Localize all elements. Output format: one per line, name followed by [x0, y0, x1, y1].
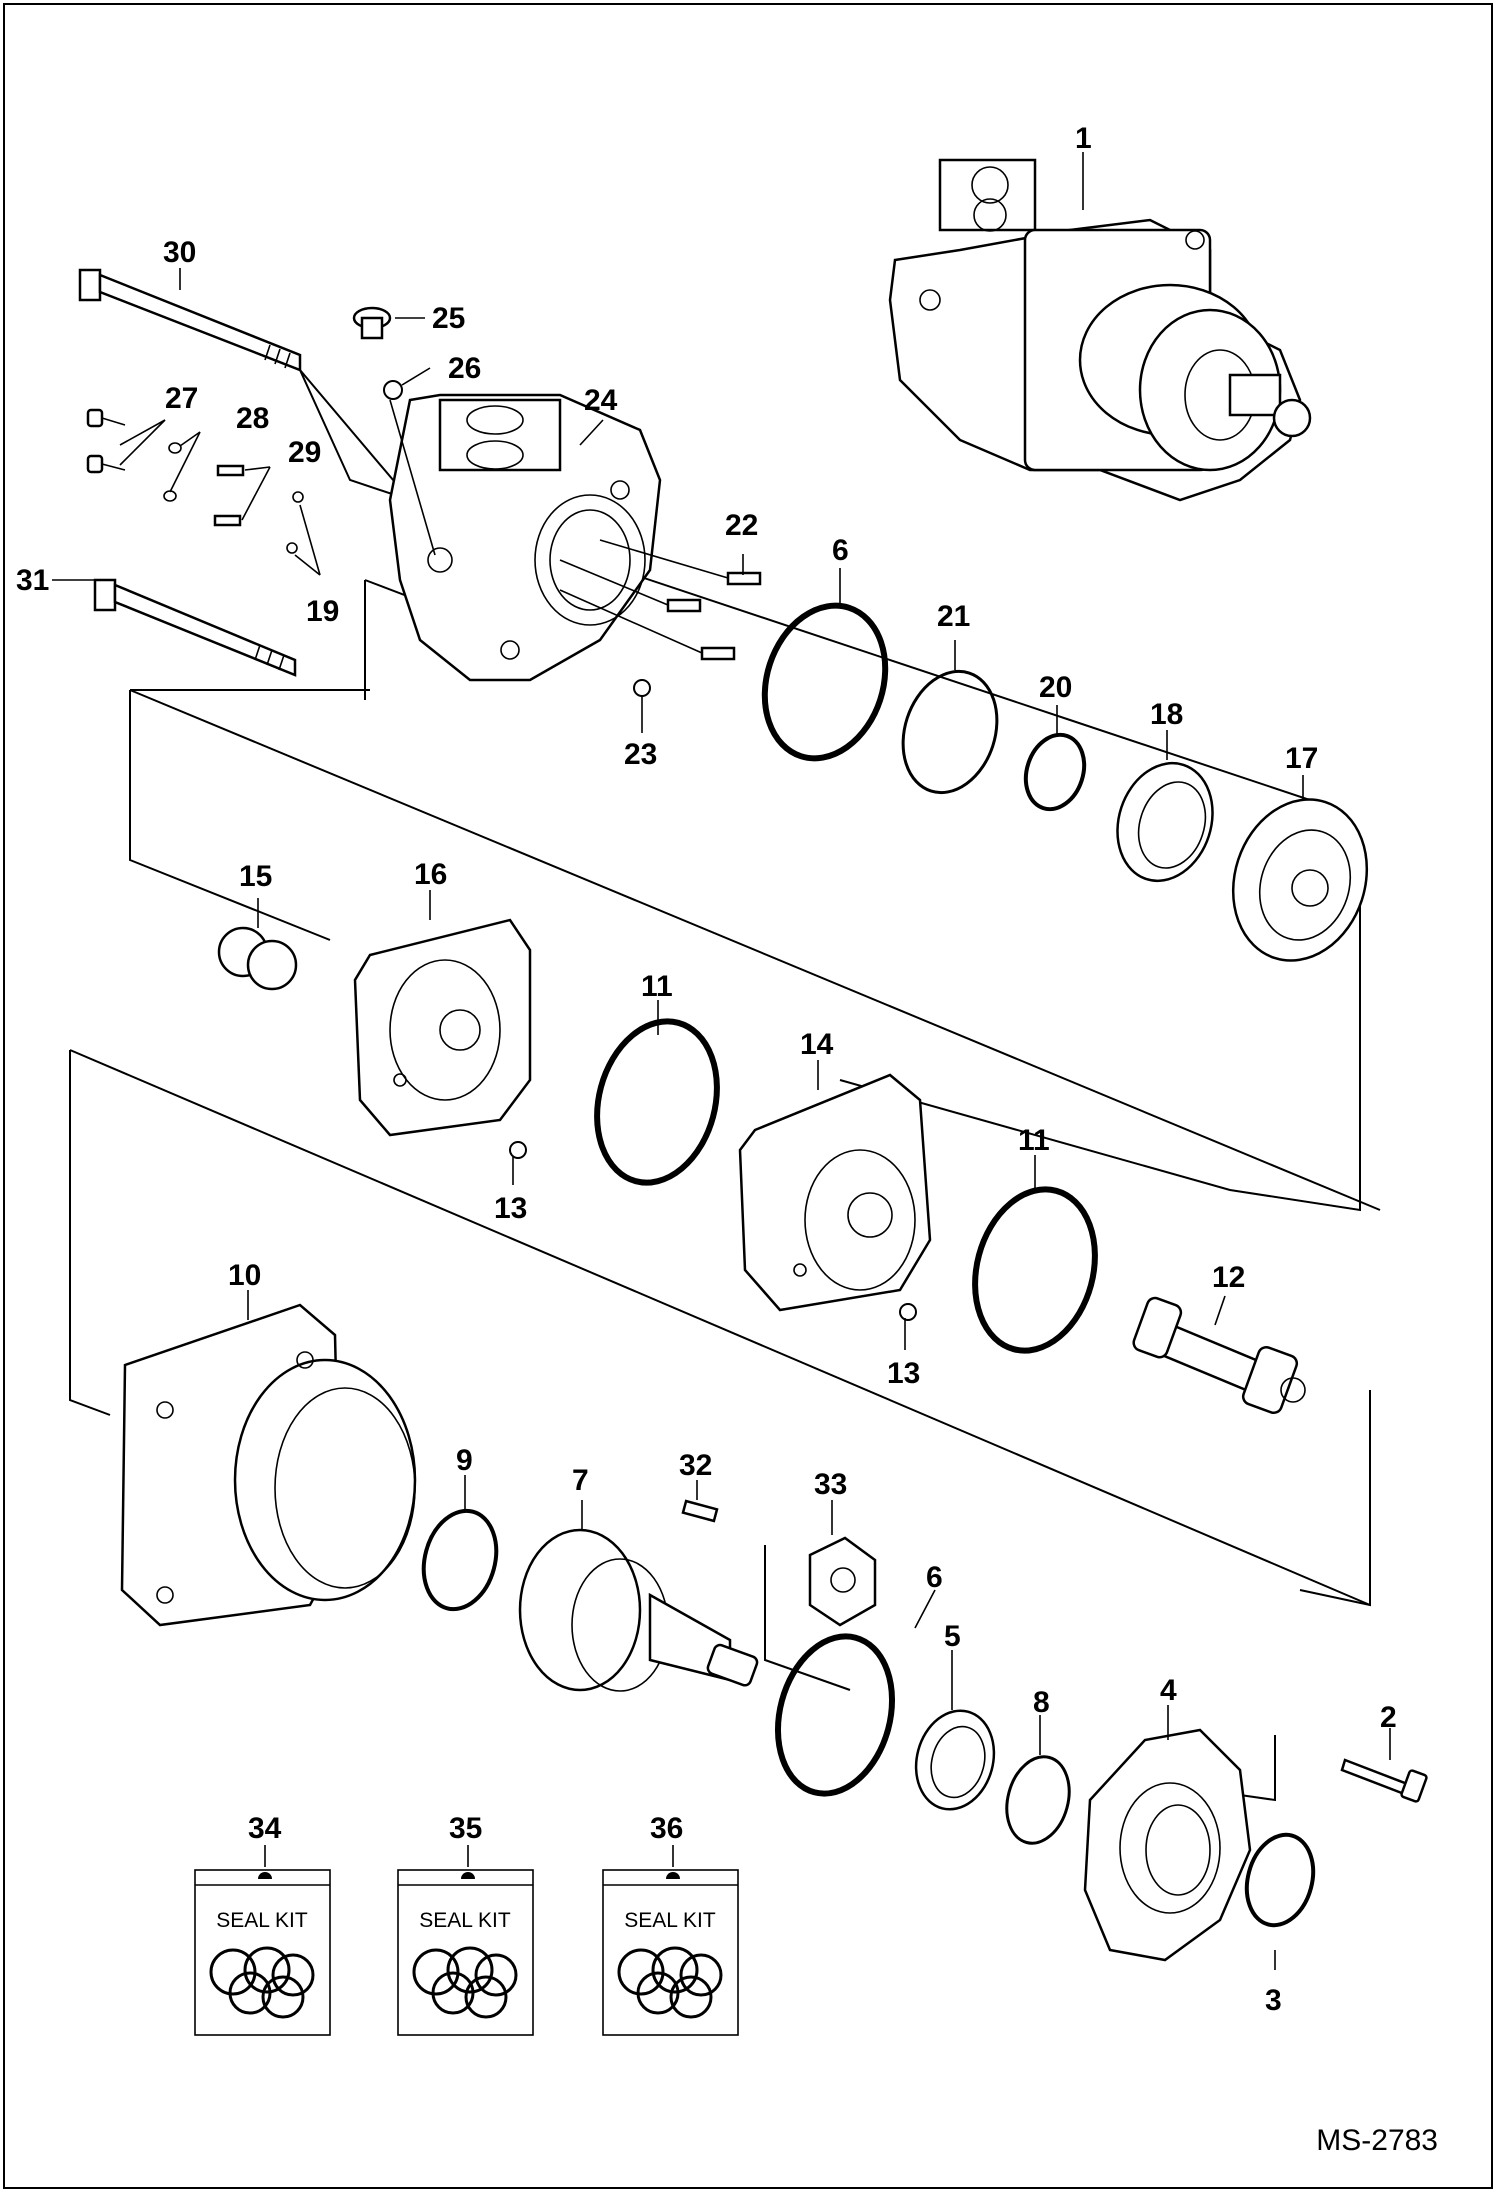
drive-15: [217, 926, 298, 991]
o-ring-23: [633, 679, 651, 697]
callout-13-lower: 13: [887, 1357, 920, 1390]
ring-21: [901, 669, 999, 795]
bolt-30: [78, 268, 302, 372]
callout-11-left: 11: [641, 970, 673, 1003]
callout-10: 10: [228, 1259, 261, 1292]
seal-ring-6-lower: [774, 1633, 896, 1797]
bolt-2: [1340, 1758, 1428, 1803]
callout-2: 2: [1380, 1701, 1397, 1734]
callout-22: 22: [725, 509, 758, 542]
seal-kit-label: SEAL KIT: [419, 1909, 511, 1932]
leader-lines: [52, 152, 1391, 1970]
callout-28: 28: [236, 402, 269, 435]
callout-4: 4: [1160, 1674, 1177, 1707]
callout-30: 30: [163, 236, 196, 269]
seal-3: [1244, 1832, 1316, 1928]
callout-15: 15: [239, 860, 272, 893]
callout-9: 9: [456, 1444, 473, 1477]
bearing-18: [1116, 761, 1214, 883]
callout-26: 26: [448, 352, 481, 385]
bolt-31: [93, 578, 297, 677]
o-ring-13-lower: [899, 1303, 917, 1321]
callout-31: 31: [16, 564, 49, 597]
assembled-motor: [888, 158, 1312, 502]
seal-kit-35: SEAL KIT: [397, 1845, 534, 2036]
callout-23: 23: [624, 738, 657, 771]
valve-housing: [388, 393, 662, 682]
seal-kit-label: SEAL KIT: [624, 1909, 716, 1932]
o-ring-13-upper: [509, 1141, 527, 1159]
callout-3: 3: [1265, 1984, 1282, 2017]
callout-35: 35: [449, 1812, 482, 1845]
key-32: [681, 1499, 719, 1523]
seal-ring-11-right: [972, 1186, 1098, 1354]
callout-7: 7: [572, 1464, 589, 1497]
callout-20: 20: [1039, 671, 1072, 704]
callout-19: 19: [306, 595, 339, 628]
callout-14: 14: [800, 1028, 834, 1061]
callout-8: 8: [1033, 1686, 1050, 1719]
drive-shaft-12: [1132, 1296, 1306, 1415]
callout-6-lower: 6: [926, 1561, 943, 1594]
callout-24: 24: [584, 384, 618, 417]
callout-25: 25: [432, 302, 465, 335]
bearing-5: [914, 1709, 996, 1811]
callout-numbers: 1 2 3 4 5 6 6 7 8 9 10 11 11 12 13 13 14…: [16, 122, 1397, 2017]
callout-29: 29: [288, 436, 321, 469]
check-valve-parts: [86, 408, 321, 576]
callout-36: 36: [650, 1812, 683, 1845]
callout-16: 16: [414, 858, 447, 891]
callout-5: 5: [944, 1620, 961, 1653]
seal-ring-11-left: [594, 1018, 720, 1186]
callout-27: 27: [165, 382, 198, 415]
seal-kit-label: SEAL KIT: [216, 1909, 308, 1932]
washer-20: [1023, 732, 1087, 812]
callout-34: 34: [248, 1812, 282, 1845]
callout-21: 21: [937, 600, 970, 633]
callout-11-right: 11: [1018, 1124, 1050, 1157]
geroler-14: [738, 1073, 932, 1312]
o-ring-26: [383, 380, 403, 400]
callout-17: 17: [1285, 742, 1318, 775]
plate-16: [353, 918, 532, 1137]
seal-kit-34: SEAL KIT: [194, 1845, 331, 2036]
output-shaft-7: [518, 1528, 759, 1692]
callout-32: 32: [679, 1449, 712, 1482]
seal-kit-36: SEAL KIT: [602, 1845, 739, 2036]
callout-12: 12: [1212, 1261, 1245, 1294]
plug-25: [352, 306, 392, 340]
callout-6-upper: 6: [832, 534, 849, 567]
nut-33: [808, 1536, 877, 1627]
ring-8: [1005, 1755, 1071, 1845]
callout-33: 33: [814, 1468, 847, 1501]
figure-code: MS-2783: [1316, 2124, 1438, 2157]
springs-22: [559, 539, 762, 661]
flange-4: [1083, 1728, 1252, 1962]
plate-17: [1231, 798, 1369, 962]
callout-1: 1: [1075, 122, 1092, 155]
callout-13-upper: 13: [494, 1192, 527, 1225]
callout-18: 18: [1150, 698, 1183, 731]
bearing-housing-10: [120, 1303, 417, 1627]
ring-9: [421, 1508, 499, 1612]
seal-ring-6-upper: [761, 602, 889, 762]
